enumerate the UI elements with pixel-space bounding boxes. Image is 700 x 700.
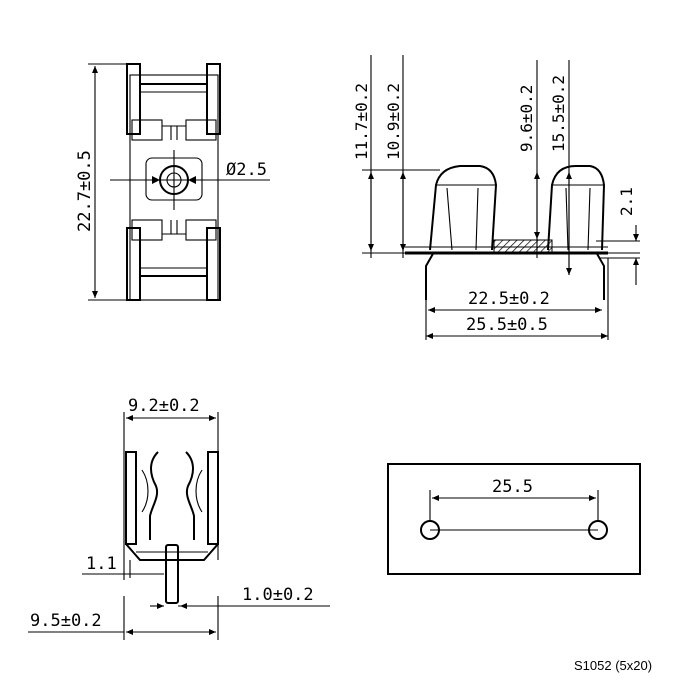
dim-9-2: 9.2±0.2 <box>128 396 200 416</box>
dim-11-7: 11.7±0.2 <box>352 83 371 160</box>
part-caption: S1052 (5x20) <box>574 658 652 673</box>
dim-25-5-side: 25.5±0.5 <box>466 315 548 335</box>
front-view: 9.2±0.2 1.1 1.0±0.2 9.5±0.2 <box>28 396 330 640</box>
lower-clip <box>126 219 221 301</box>
upper-clip <box>126 63 221 141</box>
pcb-layout: 25.5 <box>387 463 641 575</box>
top-view: 22.7±0.5 Ø2.5 <box>75 63 270 301</box>
dim-pcb-pitch: 25.5 <box>492 477 533 497</box>
dim-9-5: 9.5±0.2 <box>30 611 102 631</box>
side-view: 11.7±0.2 10.9±0.2 9.6±0.2 15.5±0.2 2.1 2… <box>352 55 640 340</box>
dim-22-7: 22.7±0.5 <box>75 150 95 232</box>
dim-2-1: 2.1 <box>617 187 636 216</box>
dim-10-9: 10.9±0.2 <box>384 83 403 160</box>
dim-1-0: 1.0±0.2 <box>242 585 314 605</box>
dim-22-5: 22.5±0.2 <box>468 289 550 309</box>
dim-1-1: 1.1 <box>86 554 117 574</box>
dim-9-6: 9.6±0.2 <box>517 85 536 152</box>
dim-15-5: 15.5±0.2 <box>549 75 568 152</box>
dim-hole-dia: Ø2.5 <box>226 160 267 180</box>
